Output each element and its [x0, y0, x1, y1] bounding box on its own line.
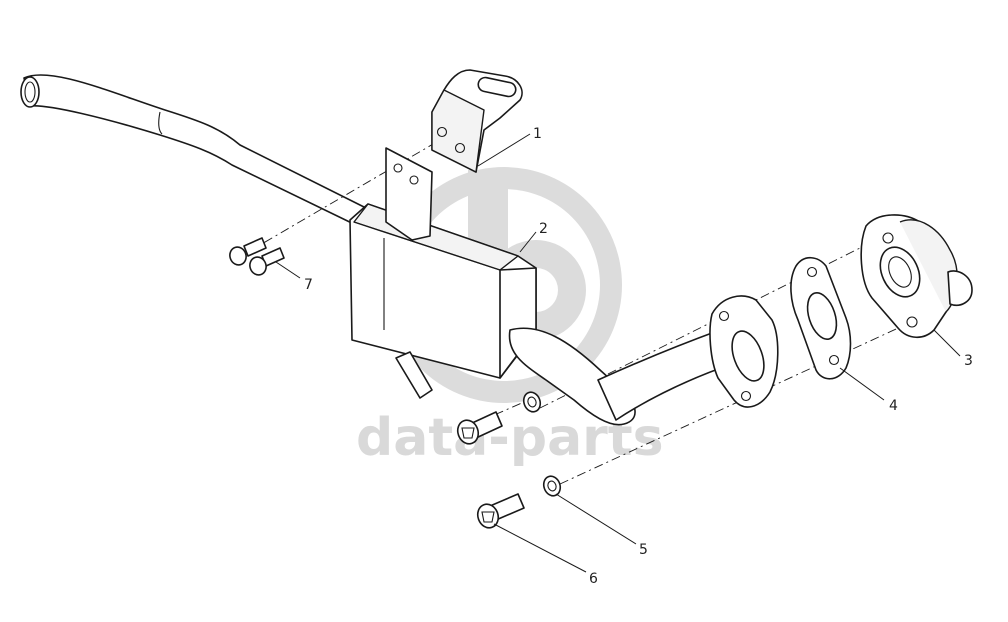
leader-lines [275, 133, 961, 573]
exhaust-fitting-part-3 [860, 214, 973, 339]
callout-5: 5 [639, 542, 648, 558]
callout-7: 7 [304, 277, 313, 293]
washer-part-5 [522, 391, 562, 497]
flange-bolt-part-7 [229, 237, 285, 276]
muffler-part-2 [349, 147, 636, 426]
bolt-part-6 [456, 411, 525, 529]
callout-4: 4 [889, 398, 898, 414]
callout-1: 1 [533, 126, 542, 142]
gasket-part-4 [790, 256, 852, 380]
callout-6: 6 [589, 571, 598, 587]
callout-3: 3 [964, 353, 973, 369]
bracket-part-1 [431, 69, 523, 173]
outlet-pipe-with-flange [597, 295, 779, 421]
callout-2: 2 [539, 221, 548, 237]
long-pipe [20, 74, 371, 229]
